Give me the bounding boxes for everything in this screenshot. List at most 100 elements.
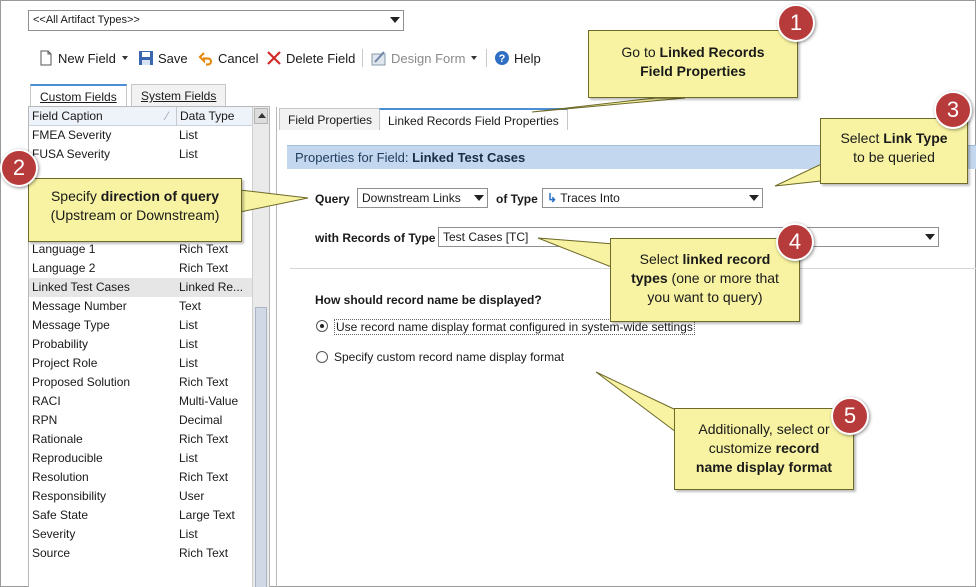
field-type-cell: User [179, 489, 205, 503]
field-type-cell: Rich Text [179, 470, 229, 484]
chevron-down-icon [749, 195, 759, 201]
radio-system-format[interactable] [316, 320, 328, 332]
field-type-cell: List [179, 337, 198, 351]
design-form-button[interactable]: Design Form [371, 46, 478, 70]
field-type-cell: Rich Text [179, 546, 229, 560]
field-caption-cell: Proposed Solution [32, 375, 131, 389]
callout-2-text: Specify [50, 188, 101, 204]
cancel-button[interactable]: Cancel [198, 46, 258, 70]
tab-custom-fields[interactable]: Custom Fields [30, 84, 127, 106]
properties-header-prefix: Properties for Field: [295, 150, 409, 165]
link-arrow-icon: ↳ [547, 191, 558, 205]
scroll-up-button[interactable] [254, 108, 268, 124]
field-type-cell: Linked Re... [179, 280, 244, 294]
callout-1-text: Go to [621, 44, 660, 60]
callout-5-pointer [595, 371, 677, 433]
field-caption-cell: FUSA Severity [32, 147, 111, 161]
delete-field-label: Delete Field [286, 50, 356, 66]
table-row[interactable]: Language 1 Rich Text [29, 240, 269, 259]
table-row[interactable]: FMEA Severity List [29, 126, 269, 145]
tab-field-properties-label: Field Properties [288, 113, 373, 127]
field-type-cell: Decimal [179, 413, 223, 427]
field-caption-cell: Rationale [32, 432, 83, 446]
tab-system-fields[interactable]: System Fields [131, 84, 227, 106]
field-list-header: Field Caption ⁄ Data Type [29, 107, 269, 126]
column-header-caption-label: Field Caption [32, 109, 103, 123]
callout-4-text: Select [639, 251, 683, 267]
table-row[interactable]: Source Rich Text [29, 544, 269, 563]
field-caption-cell: Severity [32, 527, 76, 541]
field-type-cell: Large Text [179, 508, 235, 522]
records-of-type-label: with Records of Type [315, 231, 436, 245]
record-types-value: Test Cases [TC] [443, 230, 529, 244]
delete-field-button[interactable]: Delete Field [266, 46, 355, 70]
field-type-cell: Rich Text [179, 242, 229, 256]
query-direction-select[interactable]: Downstream Links [357, 188, 488, 208]
field-caption-cell: Language 1 [32, 242, 96, 256]
scroll-thumb[interactable] [255, 307, 267, 587]
new-field-button[interactable]: New Field [38, 46, 128, 70]
artifact-type-select[interactable]: <<All Artifact Types>> [28, 10, 404, 31]
link-type-select[interactable]: ↳ Traces Into [542, 188, 763, 208]
new-field-label: New Field [58, 50, 116, 66]
option-system-format-label[interactable]: Use record name display format configure… [334, 319, 695, 335]
callout-4-line3: you want to query) [647, 289, 763, 305]
chevron-down-icon [474, 195, 484, 201]
save-button[interactable]: Save [138, 46, 188, 70]
option-custom-format-label[interactable]: Specify custom record name display forma… [334, 350, 565, 364]
field-caption-cell: Source [32, 546, 71, 560]
field-type-cell: List [179, 128, 198, 142]
properties-field-name: Linked Test Cases [412, 150, 526, 165]
field-caption-cell: Message Number [32, 299, 127, 313]
field-caption-cell: Language 2 [32, 261, 96, 275]
chevron-down-icon [925, 234, 935, 240]
field-type-cell: Multi-Value [179, 394, 239, 408]
table-row[interactable]: Message Number Text [29, 297, 269, 316]
table-row[interactable]: FUSA Severity List [29, 145, 269, 164]
artifact-type-value: <<All Artifact Types>> [33, 14, 140, 26]
chevron-down-icon [390, 17, 400, 23]
callout-5-bold-line3: name display format [695, 459, 833, 475]
sort-indicator-icon: ⁄ [165, 109, 168, 123]
query-label: Query [315, 192, 350, 206]
tab-linked-records-properties-label: Linked Records Field Properties [388, 114, 559, 128]
help-icon: ? [494, 50, 510, 66]
field-caption-cell: Project Role [32, 356, 98, 370]
design-form-icon [371, 50, 387, 66]
arrow-up-icon [258, 113, 266, 118]
field-type-cell: Text [179, 299, 202, 313]
column-header-type[interactable]: Data Type [177, 107, 234, 125]
chevron-down-icon[interactable] [121, 56, 128, 60]
callout-5-text: Additionally, select or [698, 421, 830, 437]
column-header-caption[interactable]: Field Caption ⁄ [29, 107, 177, 125]
tab-custom-fields-label: Custom Fields [40, 90, 117, 104]
display-format-question: How should record name be displayed? [315, 293, 542, 307]
help-button[interactable]: ? Help [494, 46, 541, 70]
help-label: Help [514, 50, 541, 66]
vertical-scrollbar[interactable] [252, 107, 269, 587]
radio-custom-format[interactable] [316, 351, 328, 363]
field-type-cell: Rich Text [179, 261, 229, 275]
tab-linked-records-properties[interactable]: Linked Records Field Properties [379, 108, 568, 130]
callout-3-bold: Link Type [883, 130, 948, 146]
column-header-type-label: Data Type [180, 109, 235, 123]
tab-field-properties[interactable]: Field Properties [279, 108, 382, 130]
table-row[interactable]: Language 2 Rich Text [29, 259, 269, 278]
field-type-cell: List [179, 318, 198, 332]
callout-1: Go to Linked Records Field Properties [588, 30, 798, 98]
chevron-down-icon[interactable] [471, 56, 478, 60]
